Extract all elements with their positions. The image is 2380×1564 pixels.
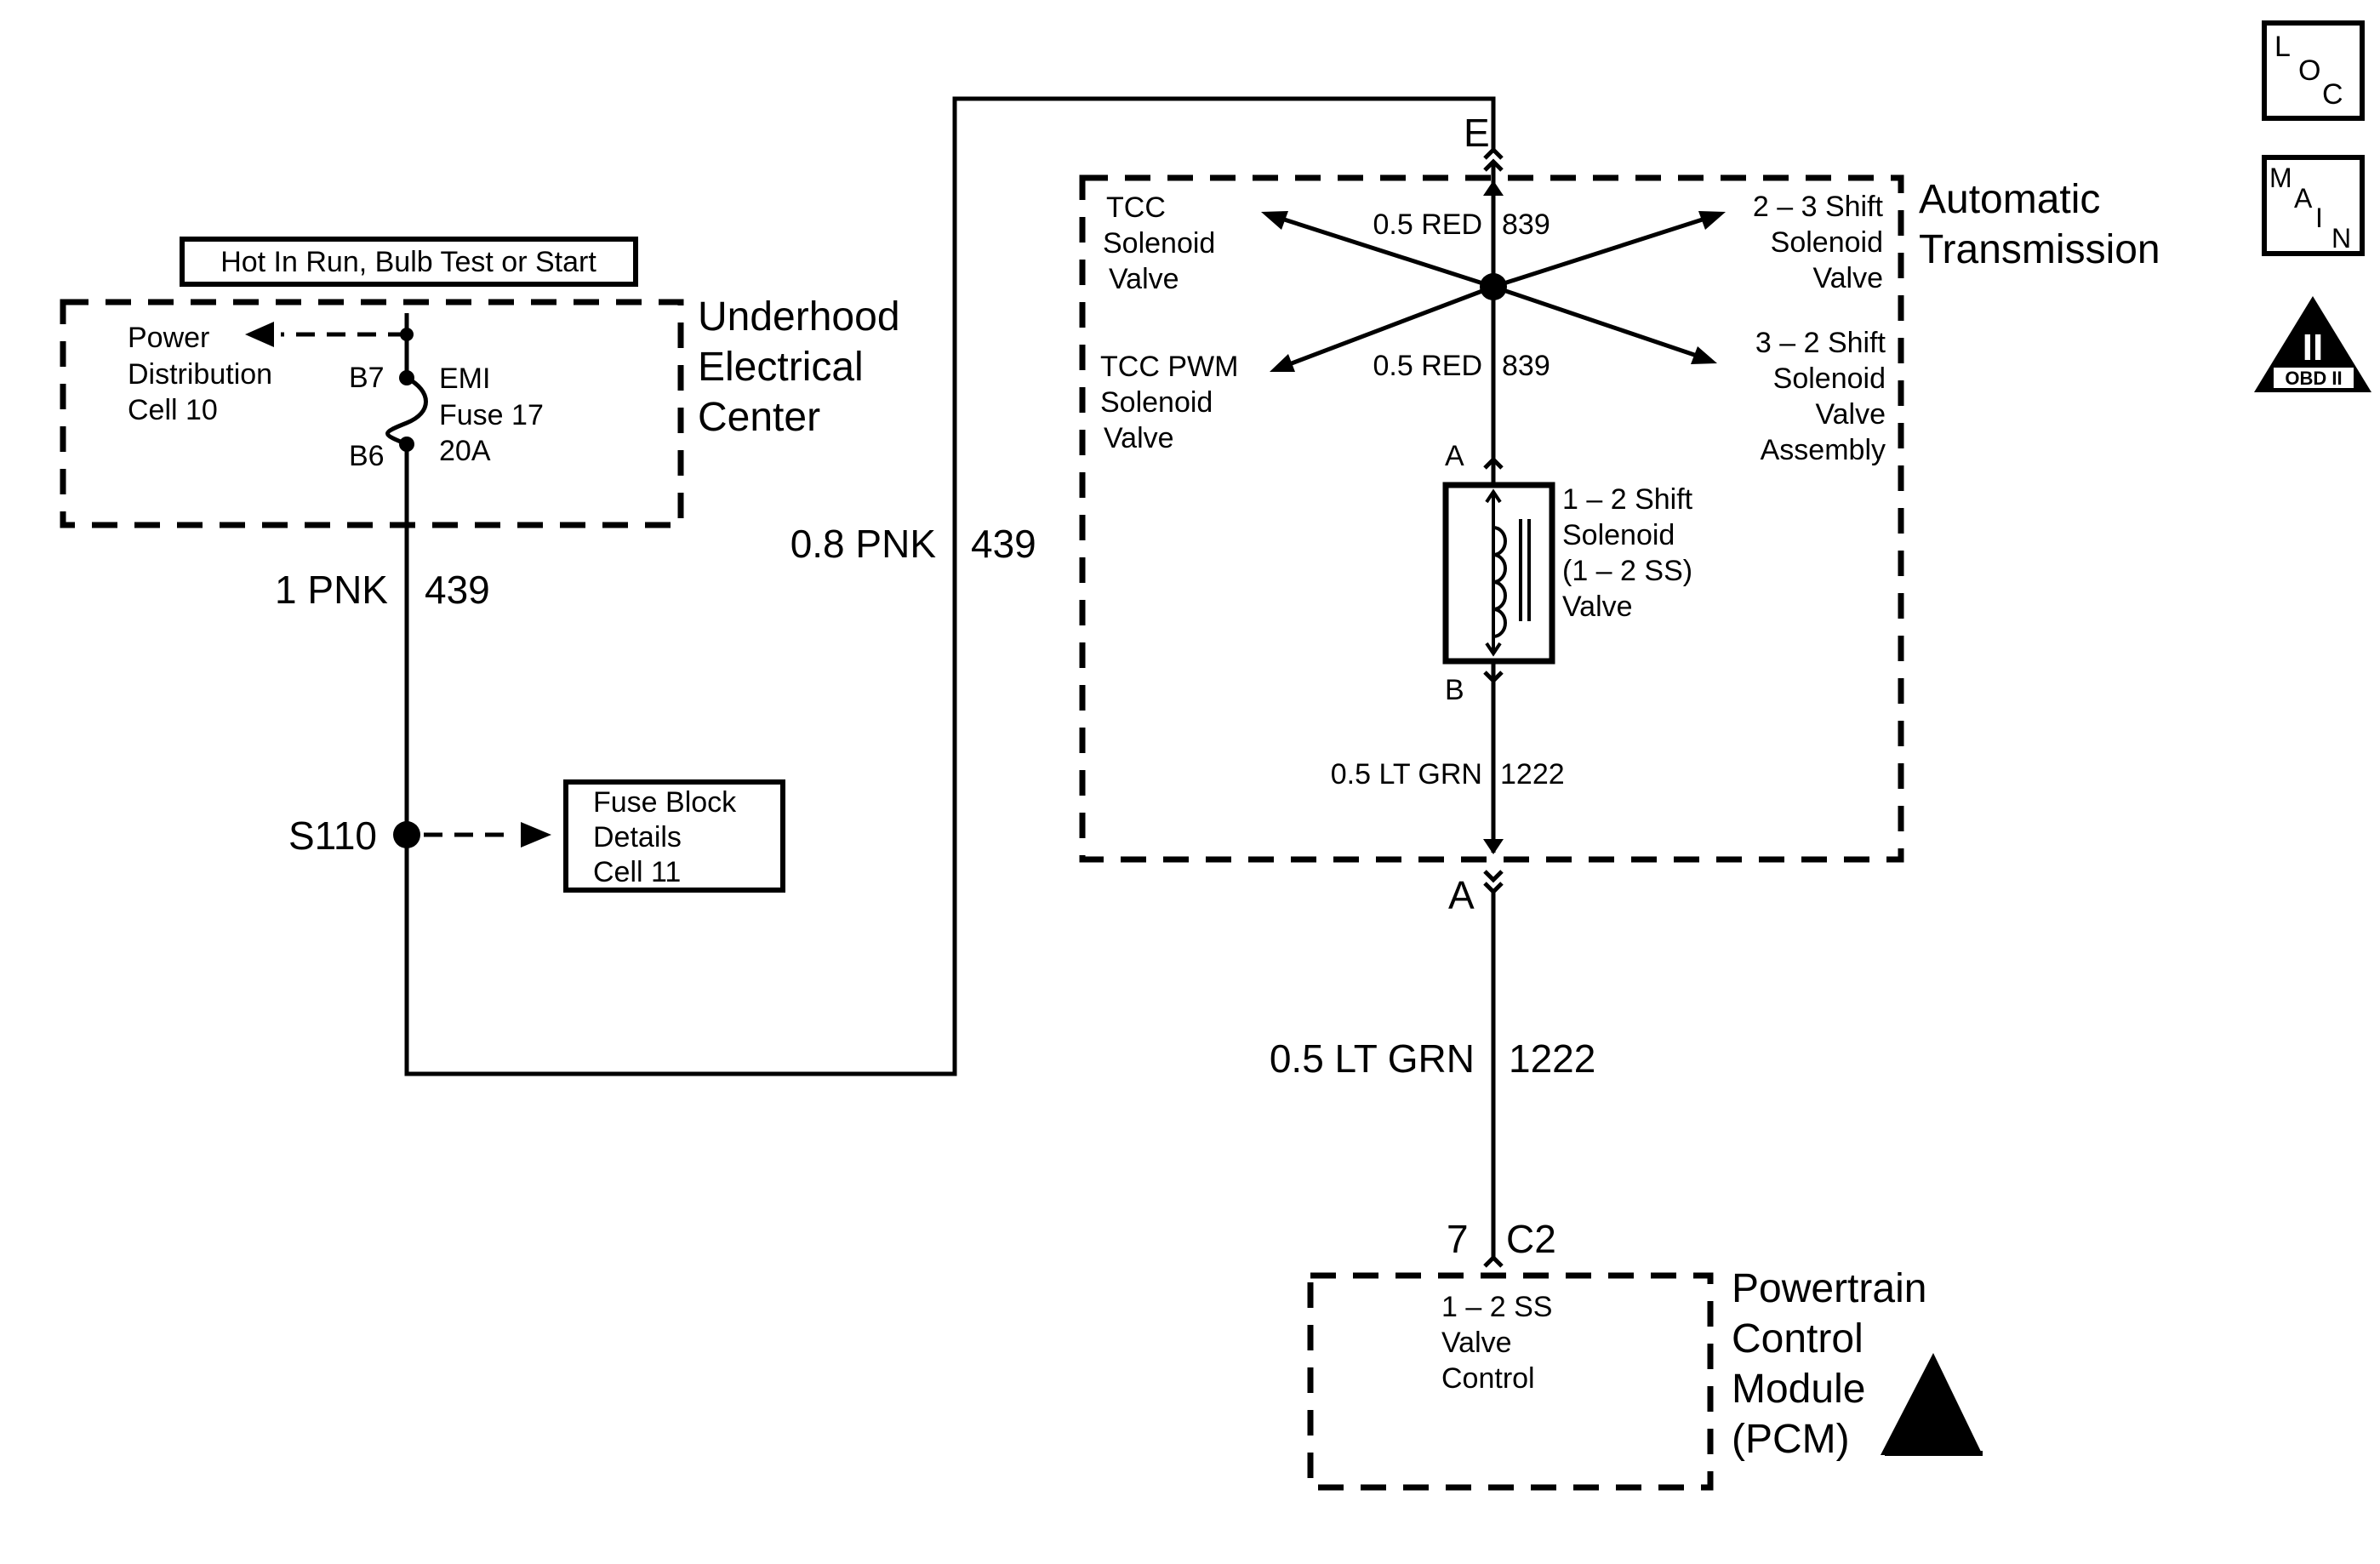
svg-text:TCC: TCC	[1106, 191, 1166, 224]
wire-839-labels: 0.5 RED 839 0.5 RED 839	[1373, 208, 1550, 382]
svg-text:Module: Module	[1732, 1367, 1865, 1412]
svg-text:Solenoid: Solenoid	[1100, 386, 1213, 419]
svg-text:20A: 20A	[439, 435, 491, 467]
svg-text:3 – 2 Shift: 3 – 2 Shift	[1755, 327, 1886, 359]
svg-text:Transmission: Transmission	[1919, 227, 2160, 272]
svg-text:Details: Details	[593, 821, 682, 853]
underhood-title: Underhood Electrical Center	[698, 294, 900, 440]
emi-fuse-17: B7 B6 EMI Fuse 17 20A	[349, 313, 544, 472]
svg-text:1 PNK: 1 PNK	[275, 568, 388, 612]
svg-text:Assembly: Assembly	[1761, 434, 1886, 466]
svg-text:2 – 3 Shift: 2 – 3 Shift	[1753, 191, 1884, 223]
connector-e: E	[1464, 111, 1504, 172]
wire-1222-external: 0.5 LT GRN 1222	[1270, 892, 1595, 1258]
svg-text:Fuse Block: Fuse Block	[593, 786, 737, 819]
svg-text:Solenoid: Solenoid	[1562, 519, 1675, 551]
tcc-pwm-solenoid-valve: TCC PWM Solenoid Valve	[1100, 351, 1238, 454]
svg-text:Powertrain: Powertrain	[1732, 1266, 1926, 1311]
svg-text:Electrical: Electrical	[698, 345, 864, 390]
svg-text:TCC PWM: TCC PWM	[1100, 351, 1238, 383]
svg-text:439: 439	[971, 522, 1036, 566]
sol-pin-b-label: B	[1445, 674, 1464, 706]
svg-text:A: A	[1448, 873, 1475, 917]
svg-text:I: I	[2315, 203, 2323, 233]
tcc-solenoid-valve: TCC Solenoid Valve	[1103, 191, 1215, 295]
svg-text:Underhood: Underhood	[698, 294, 900, 340]
svg-text:Center: Center	[698, 395, 820, 440]
obd-ii-icon[interactable]: II OBD II	[2254, 296, 2371, 392]
pcm-valve-control: 1 – 2 SS Valve Control	[1441, 1291, 1552, 1395]
svg-text:L: L	[2274, 31, 2291, 63]
svg-text:Valve: Valve	[1562, 591, 1633, 623]
solenoid-junction	[1261, 162, 1726, 477]
splice-s110[interactable]: S110	[288, 813, 551, 858]
automatic-transmission-box	[1079, 174, 1904, 863]
svg-text:Hot In Run, Bulb Test or Start: Hot In Run, Bulb Test or Start	[220, 246, 596, 278]
svg-text:Automatic: Automatic	[1919, 177, 2100, 222]
svg-text:1 – 2 SS: 1 – 2 SS	[1441, 1291, 1552, 1323]
svg-text:0.8 PNK: 0.8 PNK	[790, 522, 937, 566]
svg-text:Control: Control	[1732, 1316, 1863, 1361]
main-icon[interactable]: M A I N	[2262, 155, 2365, 256]
svg-text:1 – 2 Shift: 1 – 2 Shift	[1562, 483, 1693, 516]
loc-icon[interactable]: L O C	[2262, 20, 2365, 121]
svg-text:N: N	[2331, 223, 2351, 254]
svg-text:Solenoid: Solenoid	[1771, 226, 1883, 259]
svg-text:C: C	[2322, 78, 2343, 111]
svg-text:II: II	[2303, 327, 2323, 368]
svg-text:439: 439	[425, 568, 490, 612]
svg-text:S110: S110	[288, 813, 377, 858]
svg-text:Valve: Valve	[1815, 398, 1886, 431]
wire-439-left: 1 PNK 439 0.8 PNK 439	[275, 96, 1496, 1076]
svg-text:7: 7	[1447, 1217, 1469, 1261]
svg-text:Power: Power	[128, 322, 209, 354]
svg-text:0.5 RED: 0.5 RED	[1373, 208, 1483, 241]
svg-text:C2: C2	[1506, 1217, 1556, 1261]
svg-text:Cell 11: Cell 11	[593, 856, 681, 888]
svg-text:OBD II: OBD II	[2285, 368, 2342, 389]
svg-text:1222: 1222	[1509, 1036, 1595, 1081]
svg-text:839: 839	[1502, 350, 1550, 382]
svg-text:(PCM): (PCM)	[1732, 1417, 1850, 1462]
power-distribution-ref[interactable]: Power Distribution Cell 10	[128, 322, 407, 426]
svg-text:Valve: Valve	[1441, 1327, 1512, 1359]
pin-b7-label: B7	[349, 362, 385, 394]
svg-text:Valve: Valve	[1109, 263, 1179, 295]
svg-text:1222: 1222	[1500, 758, 1565, 791]
svg-text:Control: Control	[1441, 1362, 1535, 1395]
sol-pin-a-label: A	[1445, 440, 1464, 472]
svg-text:0.5 LT GRN: 0.5 LT GRN	[1331, 758, 1482, 791]
svg-text:M: M	[2269, 163, 2292, 193]
pcm-box	[1307, 1272, 1714, 1491]
svg-text:A: A	[2294, 183, 2313, 214]
pcm-connector-c2: 7 C2	[1447, 1217, 1556, 1268]
wire-1222-internal: 0.5 LT GRN 1222	[1331, 681, 1565, 854]
pcm-title: Powertrain Control Module (PCM)	[1732, 1266, 1926, 1462]
hot-in-run-header: Hot In Run, Bulb Test or Start	[180, 237, 638, 287]
svg-text:Solenoid: Solenoid	[1103, 227, 1215, 260]
svg-text:Solenoid: Solenoid	[1773, 362, 1886, 395]
svg-text:0.5 RED: 0.5 RED	[1373, 350, 1483, 382]
svg-text:839: 839	[1502, 208, 1550, 241]
svg-text:Distribution: Distribution	[128, 358, 272, 391]
svg-text:O: O	[2298, 54, 2320, 87]
esd-warning-icon	[1881, 1353, 1983, 1456]
underhood-electrical-center-box	[60, 299, 684, 528]
svg-text:Valve: Valve	[1104, 422, 1174, 454]
pin-b6-label: B6	[349, 440, 385, 472]
shift-2-3-solenoid-valve: 2 – 3 Shift Solenoid Valve	[1753, 191, 1884, 294]
svg-text:Fuse 17: Fuse 17	[439, 399, 544, 431]
transmission-title: Automatic Transmission	[1919, 177, 2160, 272]
svg-text:EMI: EMI	[439, 362, 490, 395]
svg-text:0.5 LT GRN: 0.5 LT GRN	[1270, 1036, 1475, 1081]
svg-text:E: E	[1464, 111, 1490, 155]
fuse-block-details-ref[interactable]: Fuse Block Details Cell 11	[563, 779, 785, 893]
svg-text:Valve: Valve	[1812, 262, 1883, 294]
svg-text:Cell 10: Cell 10	[128, 394, 218, 426]
svg-text:(1 – 2 SS): (1 – 2 SS)	[1562, 555, 1692, 587]
shift-1-2-solenoid: A 1 – 2 Shift Solenoid (1 – 2 SS) Valve …	[1442, 440, 1693, 706]
shift-3-2-solenoid-valve-assembly: 3 – 2 Shift Solenoid Valve Assembly	[1755, 327, 1886, 466]
